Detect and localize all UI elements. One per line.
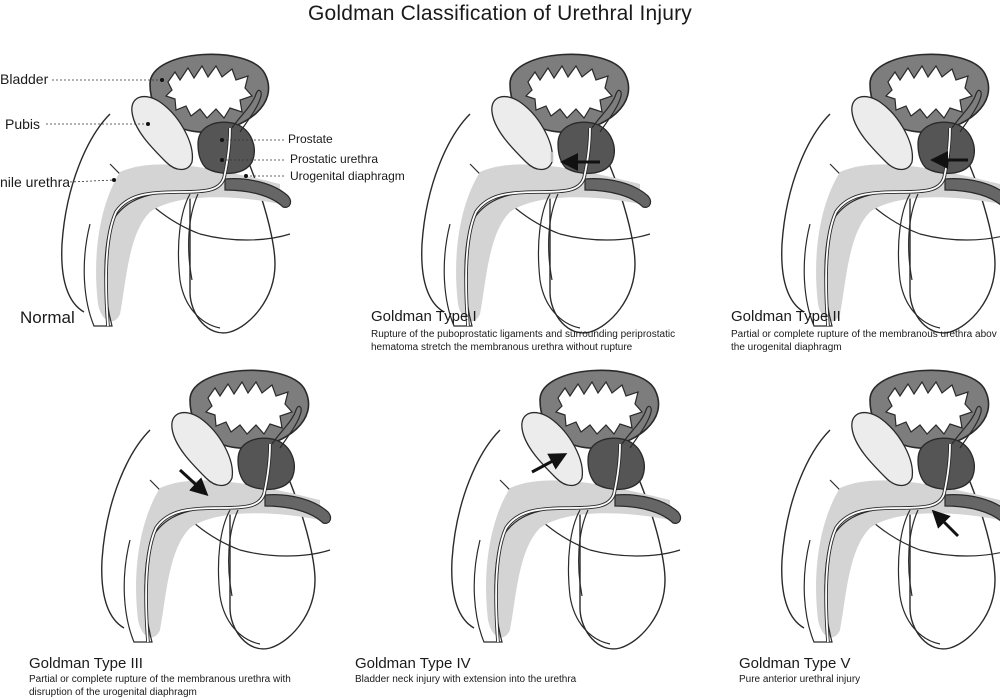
panel-desc-type1: Rupture of the puboprostatic ligaments a… <box>371 329 676 353</box>
anatomy-illustration <box>59 52 293 335</box>
panel-title-type4: Goldman Type IV <box>355 655 471 672</box>
label-leaders <box>46 79 286 183</box>
panel-desc-type5: Pure anterior urethral injury <box>739 674 861 685</box>
anatomy-illustration <box>419 52 653 335</box>
panel-title-normal: Normal <box>20 308 75 327</box>
anatomy-illustration <box>99 368 333 651</box>
label-prostate: Prostate <box>288 132 333 146</box>
panel-title-type2: Goldman Type II <box>731 308 841 325</box>
panel-title-type3: Goldman Type III <box>29 655 143 672</box>
label-pubis: Pubis <box>5 116 41 132</box>
panel-type3-diagram <box>99 368 333 651</box>
label-urogenital-diaphragm: Urogenital diaphragm <box>290 169 405 183</box>
panel-type1-diagram <box>419 52 653 335</box>
injury-arrow <box>931 509 960 538</box>
label-bladder: Bladder <box>0 71 49 87</box>
panel-type4-diagram <box>449 368 683 651</box>
panel-type2-diagram <box>779 52 1000 335</box>
panel-desc-type4: Bladder neck injury with extension into … <box>355 674 577 685</box>
injury-arrow <box>178 468 209 497</box>
panel-normal-diagram <box>59 52 293 335</box>
anatomy-illustration <box>449 368 683 651</box>
panel-type5-diagram <box>779 368 1000 651</box>
label-prostatic-urethra: Prostatic urethra <box>290 152 379 166</box>
panel-title-type1: Goldman Type I <box>371 308 477 325</box>
figure-title: Goldman Classification of Urethral Injur… <box>307 2 693 25</box>
label-penile-urethra: nile urethra <box>0 174 71 190</box>
anatomy-illustration <box>779 52 1000 335</box>
label-dots <box>112 78 248 182</box>
panel-title-type5: Goldman Type V <box>739 655 851 672</box>
panel-desc-type2: Partial or complete rupture of the membr… <box>731 329 997 353</box>
injury-arrow <box>531 453 568 474</box>
anatomy-illustration <box>779 368 1000 651</box>
panel-desc-type3: Partial or complete rupture of the membr… <box>29 674 291 698</box>
